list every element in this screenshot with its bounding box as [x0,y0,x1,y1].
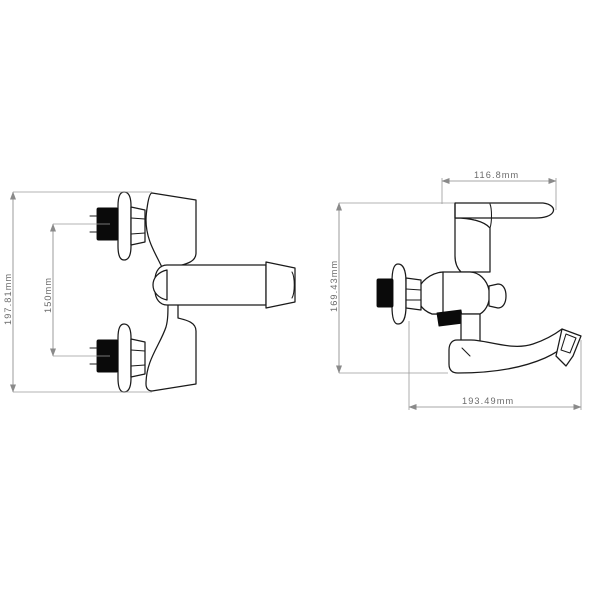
front-view-lower-flange [117,323,132,393]
side-view-spout-curve [448,328,570,374]
front-view-spout-tip [265,261,296,309]
side-view-diverter-knob [488,283,507,309]
front-view-lower-hex-facet-1 [130,349,146,352]
dimension-label-body-height: 169.43mm [329,260,339,312]
front-view-upper-hex-nut [130,206,146,246]
side-view-shank-facet-1 [405,288,422,291]
front-view-lower-inlet-stub [89,347,98,365]
side-view-aerator-face [560,333,577,354]
front-view-upper-inlet-stub [89,215,98,233]
front-view-upper-hex-facet-2 [130,232,146,235]
side-view-lever-handle [454,202,555,219]
side-view-shower-outlet-fitting [436,309,464,327]
side-view-spout-highlight [461,347,471,357]
front-view-spout-waist-nub [152,269,168,301]
dimension-lever-projection: 116.8mm [441,170,557,210]
front-view-upper-flange [117,191,132,261]
side-view-cartridge-housing [454,202,491,273]
side-view-inlet-block [376,278,394,308]
dimension-label-spout-reach: 193.49mm [462,396,514,406]
front-view-lower-hex-nut [130,338,146,378]
front-view-lower-hex-facet-2 [130,364,146,367]
front-view-upper-hex-facet-1 [130,217,146,220]
front-view-group: 197.81mm 150mm [3,191,296,393]
side-view-lever-pivot [489,203,493,229]
front-view-aerator-edge [291,271,295,299]
side-view-wall-flange [391,263,407,325]
side-view-group: 116.8mm 169.43mm 193.49mm [329,170,582,410]
dimension-label-overall-height: 197.81mm [3,273,13,325]
dimension-label-lever-projection: 116.8mm [474,170,519,180]
dimension-spout-reach: 193.49mm [408,321,582,410]
dimension-body-height: 169.43mm [329,202,454,374]
side-view-aerator-tip [555,328,582,367]
dimension-label-inlet-centre-distance: 150mm [43,277,53,313]
front-view-spout-barrel [154,264,267,306]
dimension-overall-height: 197.81mm [3,191,152,393]
dimension-inlet-centre-distance: 150mm [43,223,110,357]
side-view-inlet-shank [405,277,422,311]
